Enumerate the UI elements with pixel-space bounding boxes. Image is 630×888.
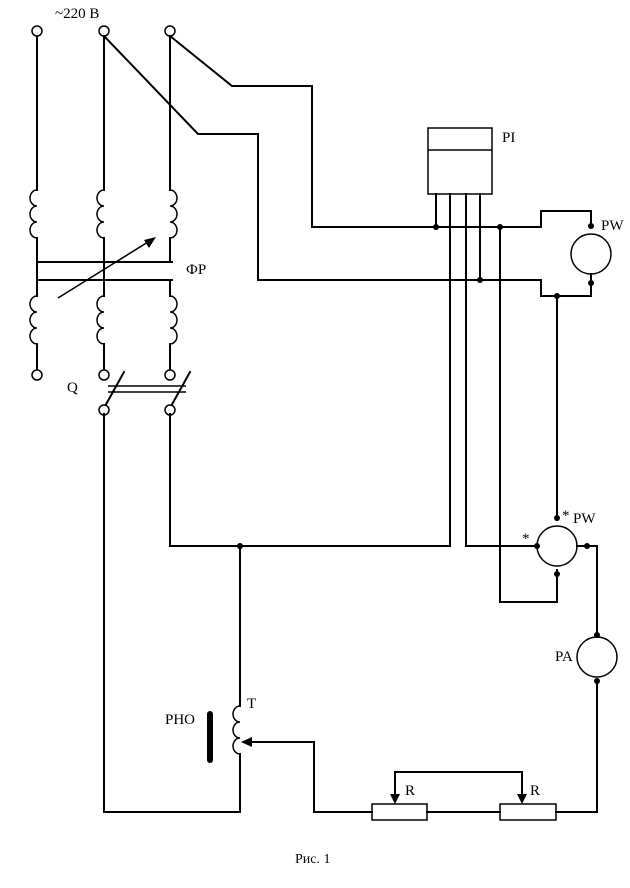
- regulator-wiring: [241, 737, 501, 813]
- label-pa: PA: [555, 649, 573, 665]
- label-pw-mid: PW: [573, 511, 596, 527]
- terminal-b-top: [98, 25, 110, 37]
- wattmeter-top: [435, 210, 612, 603]
- terminal-a-bottom: [31, 369, 43, 381]
- label-pw-top: PW: [601, 218, 624, 234]
- supply-wiring: [102, 34, 481, 281]
- label-regulator: РНО: [165, 712, 195, 728]
- supply-phase-c: [164, 25, 178, 381]
- terminal-c-bottom: [164, 369, 176, 381]
- terminal-b-bottom: [98, 369, 110, 381]
- label-switch: Q: [67, 380, 78, 396]
- switch-q: [98, 370, 192, 416]
- wattmeter-mid: [465, 515, 598, 637]
- terminal-c-top: [164, 25, 176, 37]
- supply-phase-a: [29, 25, 43, 381]
- phase-regulator: [36, 237, 173, 299]
- terminal-a-top: [31, 25, 43, 37]
- label-supply: ~220 В: [55, 6, 99, 22]
- label-transformer: Т: [247, 696, 256, 712]
- label-phase-regulator: ФР: [186, 262, 206, 278]
- label-resistor-left: R: [405, 783, 415, 799]
- regulator-bar: [207, 711, 213, 763]
- label-resistor-right: R: [530, 783, 540, 799]
- label-pi: PI: [502, 130, 515, 146]
- resistor-right: [499, 794, 557, 821]
- label-star-top: *: [562, 508, 570, 524]
- label-star-left: *: [522, 531, 530, 547]
- load-circuit: [103, 413, 451, 813]
- figure-caption: Рис. 1: [295, 852, 331, 867]
- resistor-left: [371, 771, 523, 821]
- phase-indicator-pi: [427, 127, 493, 547]
- ammeter-pa: [555, 632, 618, 813]
- supply-phase-b: [96, 25, 110, 381]
